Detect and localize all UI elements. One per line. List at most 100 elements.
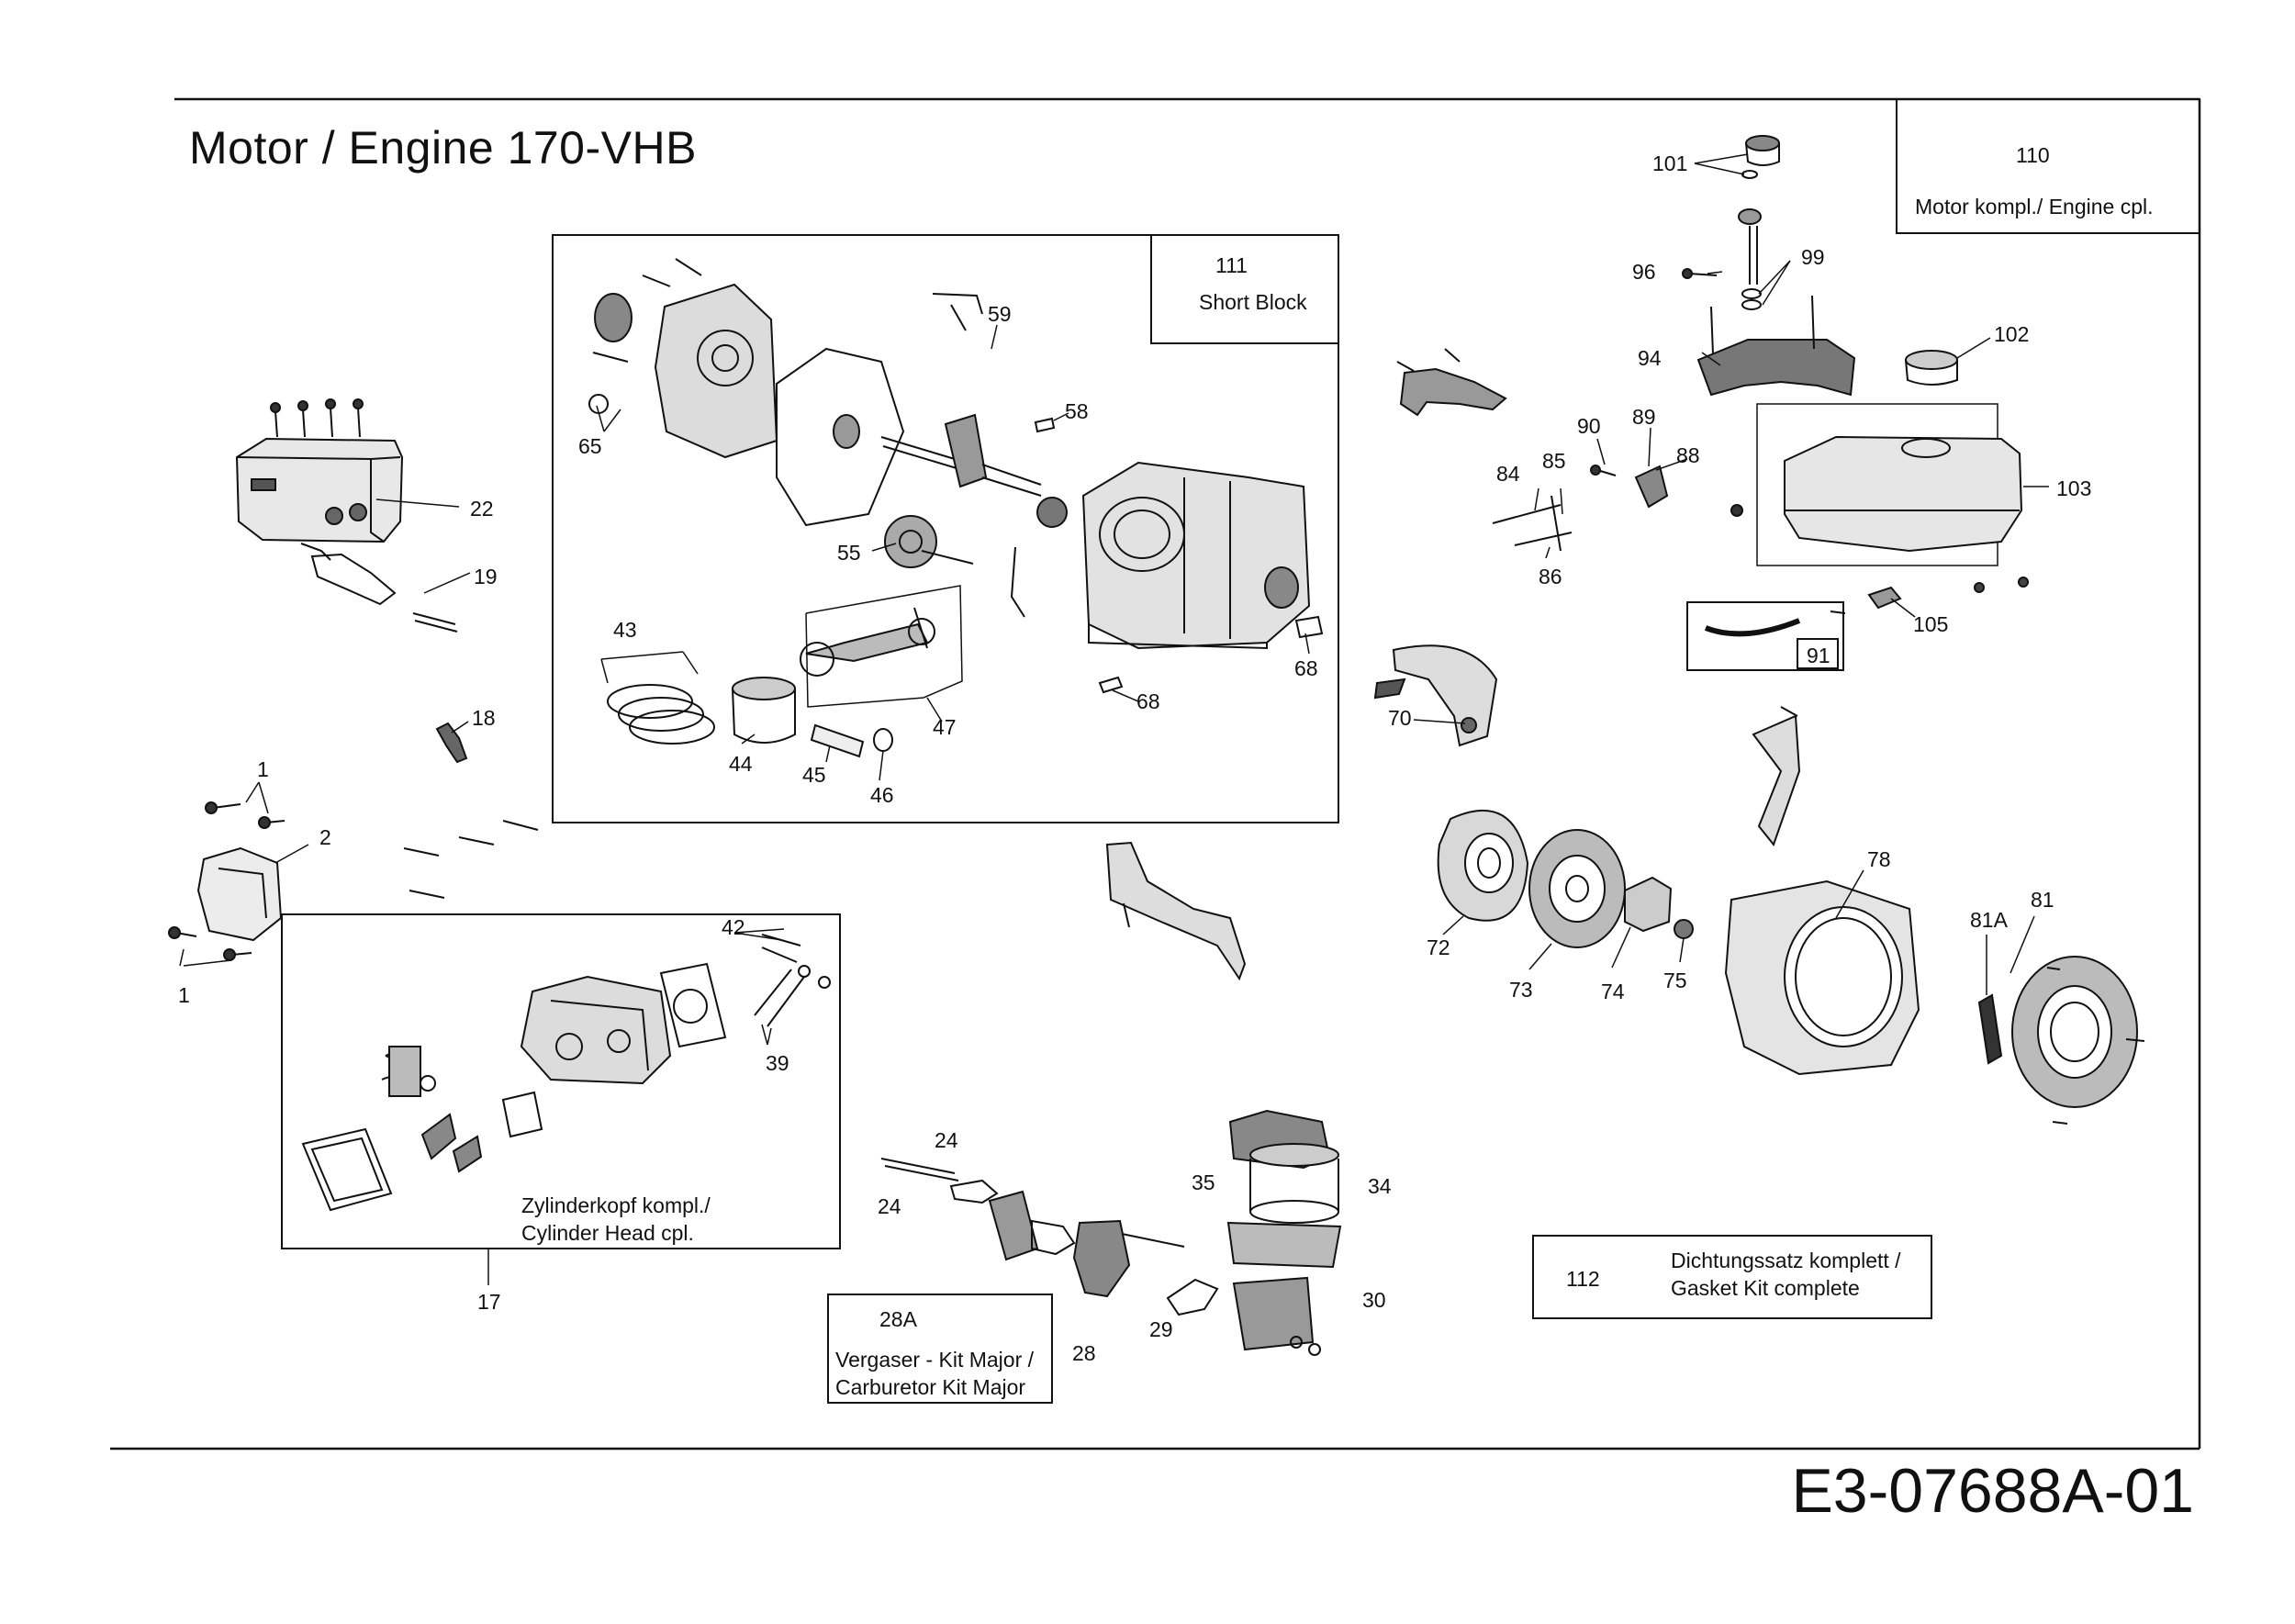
callout-90: 90 xyxy=(1577,414,1601,438)
cooling-shroud-part xyxy=(1752,714,1801,847)
callout-22: 22 xyxy=(470,497,494,521)
callout-86: 86 xyxy=(1539,565,1562,588)
gasket-kit-box xyxy=(1532,1235,1932,1319)
cylinder-head-label-line1: Zylinderkopf kompl./ xyxy=(521,1193,711,1217)
governor-arm-part xyxy=(932,293,983,331)
short-block-label: Short Block xyxy=(1199,290,1307,314)
callout-59: 59 xyxy=(988,302,1012,326)
drawing-frame xyxy=(110,97,2201,1450)
carburetor-kit-label-line2: Carburetor Kit Major xyxy=(835,1375,1026,1399)
bracket-throttle-part xyxy=(1396,348,1507,417)
cylinder-head-part xyxy=(301,934,831,1212)
crankcase-cover-part xyxy=(588,258,778,459)
tank-bracket-part xyxy=(1696,339,1856,397)
pin-clip-part xyxy=(873,728,893,752)
callout-34: 34 xyxy=(1368,1174,1392,1198)
short-block-frame xyxy=(552,234,1339,823)
carburetor-kit-box xyxy=(827,1294,1053,1404)
callout-46: 46 xyxy=(870,783,894,807)
blower-housing-part xyxy=(1724,879,1920,1076)
callout-2: 2 xyxy=(319,825,331,849)
callout-81a: 81A xyxy=(1970,908,2009,932)
callout-75: 75 xyxy=(1663,969,1687,992)
fan-wheel-part xyxy=(1528,829,1626,948)
callout-45: 45 xyxy=(802,763,826,787)
spark-plug-part xyxy=(435,722,468,764)
bolt-68-part xyxy=(1098,676,1124,694)
callout-101: 101 xyxy=(1652,151,1687,175)
callout-1-top: 1 xyxy=(257,757,269,781)
guard-plate-part xyxy=(1105,841,1247,981)
flywheel-part xyxy=(1437,810,1529,922)
crankcase-gasket-part xyxy=(776,347,905,527)
part-drawings xyxy=(168,135,2145,1356)
carburetor-kit-number: 28A xyxy=(879,1307,917,1331)
callout-29: 29 xyxy=(1149,1317,1173,1341)
callout-78: 78 xyxy=(1867,847,1891,871)
kit-boxes xyxy=(281,98,2200,1404)
leader-lines xyxy=(179,153,2049,1285)
bolts-1-part xyxy=(168,801,285,961)
document-number: E3-07688A-01 xyxy=(1791,1456,2194,1526)
piston-pin-part xyxy=(810,723,865,758)
callout-99: 99 xyxy=(1801,245,1825,269)
callout-96: 96 xyxy=(1632,260,1656,284)
callout-91: 91 xyxy=(1807,644,1830,667)
ignition-coil-part xyxy=(1373,644,1498,747)
callout-73: 73 xyxy=(1509,978,1533,1002)
callout-24-bottom: 24 xyxy=(878,1194,901,1218)
recoil-starter-part xyxy=(2011,956,2138,1108)
callout-17: 17 xyxy=(477,1290,501,1314)
callout-24-top: 24 xyxy=(935,1128,958,1152)
callout-19: 19 xyxy=(474,565,498,588)
cylinder-head-label: Zylinderkopf kompl./ Cylinder Head cpl. xyxy=(521,1192,711,1247)
short-block-label-box xyxy=(1150,234,1339,344)
callout-103: 103 xyxy=(2056,476,2091,500)
crankshaft-part xyxy=(880,413,1068,528)
callout-30: 30 xyxy=(1362,1288,1386,1312)
cylinder-head-label-line2: Cylinder Head cpl. xyxy=(521,1221,694,1245)
callout-55: 55 xyxy=(837,541,861,565)
callout-42: 42 xyxy=(722,915,745,939)
governor-rod-part xyxy=(1010,546,1025,618)
callout-39: 39 xyxy=(766,1051,789,1075)
starter-cup-part xyxy=(1624,876,1673,933)
callout-70: 70 xyxy=(1388,706,1412,730)
carburetor-part xyxy=(880,1158,1219,1316)
valve-cover-part xyxy=(235,398,404,543)
callout-74: 74 xyxy=(1601,980,1625,1003)
callout-81: 81 xyxy=(2031,888,2054,912)
callout-labels: 22 19 18 1 2 1 17 42 39 43 44 45 46 47 5… xyxy=(178,151,2091,1365)
exhaust-gasket-part xyxy=(310,553,397,606)
callout-91-box xyxy=(1797,638,1839,669)
callout-35: 35 xyxy=(1192,1170,1215,1194)
governor-gear-part xyxy=(884,515,974,568)
carburetor-kit-label: Vergaser - Kit Major / Carburetor Kit Ma… xyxy=(835,1346,1034,1401)
callout-94: 94 xyxy=(1638,346,1662,370)
piston-rings-part xyxy=(607,684,715,745)
callout-65: 65 xyxy=(578,434,602,458)
engine-complete-number: 110 xyxy=(2016,143,2050,167)
callout-1-bottom: 1 xyxy=(178,983,190,1007)
callout-68-right: 68 xyxy=(1294,656,1318,680)
bolts-81-part xyxy=(2046,967,2145,1125)
gasket-kit-label: Dichtungssatz komplett / Gasket Kit comp… xyxy=(1671,1247,1901,1302)
callout-102: 102 xyxy=(1994,322,2029,346)
cylinder-head-frame xyxy=(281,913,841,1249)
fuel-hose-part xyxy=(1704,618,1801,637)
key-58-part xyxy=(1034,417,1056,433)
rocker-cover-part xyxy=(196,846,283,942)
callout-89: 89 xyxy=(1632,405,1656,429)
head-bolts-part xyxy=(403,820,539,899)
callout-88: 88 xyxy=(1676,443,1700,467)
gasket-kit-label-line1: Dichtungssatz komplett / xyxy=(1671,1249,1901,1272)
gasket-kit-number: 112 xyxy=(1566,1267,1600,1291)
short-block-number: 111 xyxy=(1215,253,1248,277)
callout-44: 44 xyxy=(729,752,753,776)
nut-75-part xyxy=(1674,919,1694,939)
callout-58: 58 xyxy=(1065,399,1089,423)
connecting-rod-part xyxy=(800,607,935,677)
callout-28: 28 xyxy=(1072,1341,1096,1365)
cable-84-part xyxy=(1492,504,1562,524)
